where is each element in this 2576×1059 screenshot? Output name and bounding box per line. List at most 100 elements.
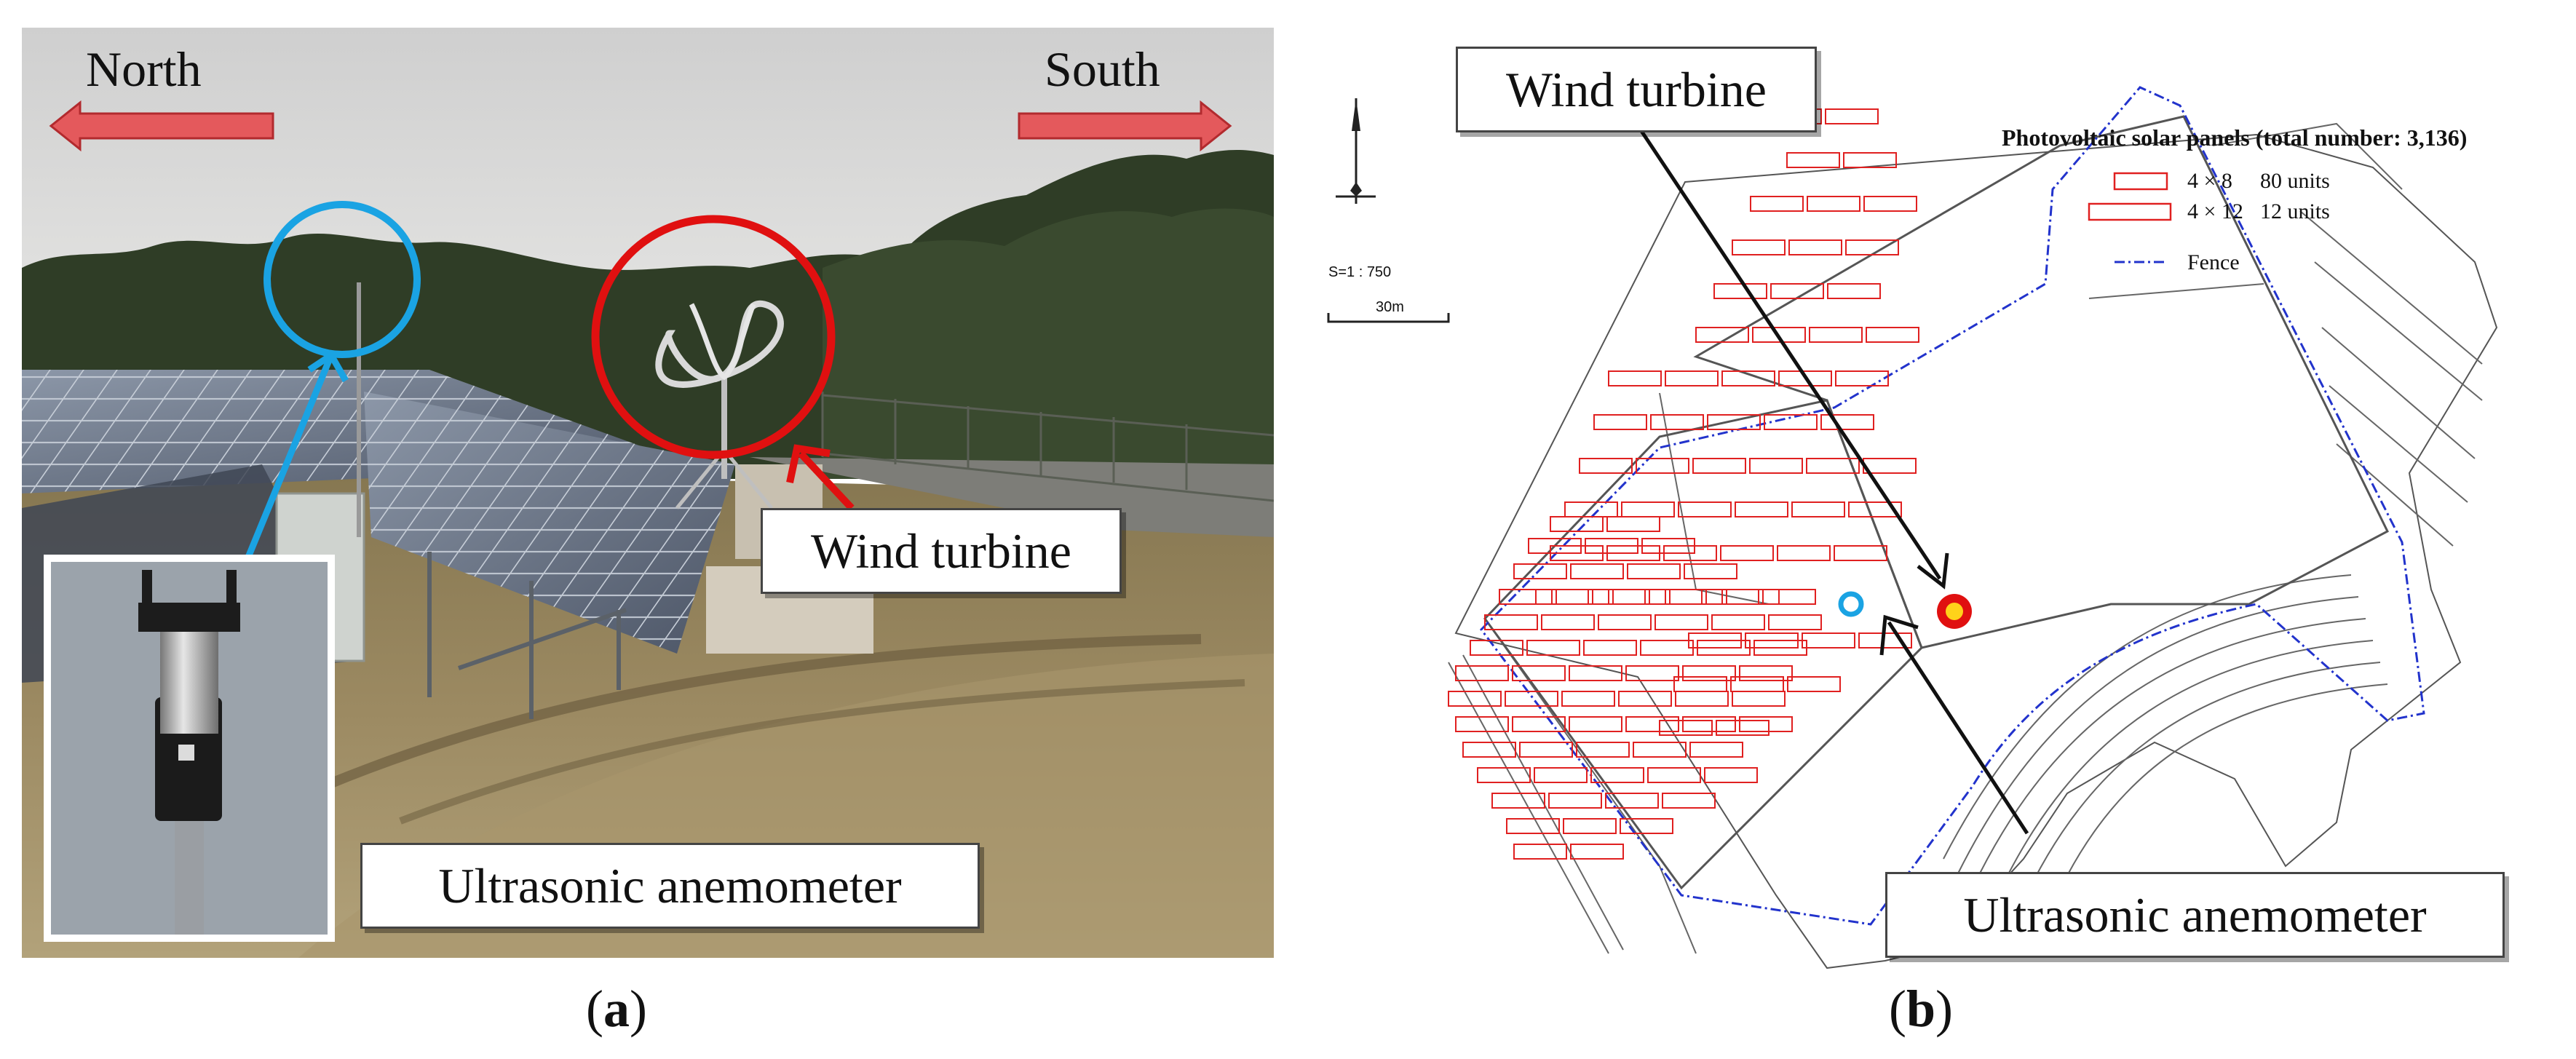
pv-panel bbox=[1583, 640, 1637, 656]
pv-panel bbox=[1534, 767, 1588, 783]
north-label: North bbox=[86, 41, 202, 97]
legend-item-count: 12 units bbox=[2260, 199, 2330, 223]
pv-panel bbox=[1608, 370, 1662, 386]
legend-title: Photovoltaic solar panels (total number:… bbox=[2002, 124, 2467, 151]
pv-panel bbox=[1555, 589, 1609, 605]
pv-panel bbox=[1633, 742, 1687, 758]
pv-panel bbox=[1732, 691, 1786, 707]
pv-panel bbox=[1791, 501, 1845, 517]
pv-panel bbox=[1770, 283, 1824, 299]
photo-anemometer-callout: Ultrasonic anemometer bbox=[360, 843, 980, 929]
pv-panel bbox=[1682, 716, 1736, 732]
pv-panel bbox=[1477, 767, 1531, 783]
pv-panel bbox=[1618, 691, 1672, 707]
anemometer-inset-photo bbox=[44, 555, 335, 942]
pv-panel bbox=[1659, 720, 1713, 736]
pv-panel bbox=[1612, 589, 1666, 605]
pv-panel bbox=[1834, 545, 1887, 561]
turbine-pointer-line bbox=[1639, 130, 1942, 580]
pv-panel bbox=[1707, 414, 1761, 430]
pv-panel bbox=[1807, 196, 1860, 212]
pv-panel bbox=[1569, 716, 1622, 732]
pv-panel bbox=[1716, 720, 1769, 736]
pv-panel bbox=[1455, 716, 1509, 732]
south-arrow-icon bbox=[1018, 100, 1232, 152]
pv-panel bbox=[1625, 716, 1679, 732]
map-wind-turbine-callout: Wind turbine bbox=[1456, 47, 1817, 132]
pv-panel bbox=[1535, 589, 1589, 605]
pv-panel bbox=[1625, 665, 1679, 681]
legend-item-size: 4 × 12 bbox=[2187, 199, 2243, 223]
pv-panel bbox=[1512, 665, 1566, 681]
north-compass-icon bbox=[1336, 98, 1376, 204]
pv-panel bbox=[1548, 793, 1602, 809]
site-map-drawing: S=1 : 750 30m Photovoltaic solar panels … bbox=[1327, 86, 2498, 969]
pv-panel bbox=[1513, 844, 1567, 860]
south-label: South bbox=[1045, 41, 1160, 97]
pv-panel bbox=[1726, 589, 1780, 605]
pv-panel bbox=[1570, 563, 1624, 579]
pv-panel bbox=[1512, 716, 1566, 732]
turbine-highlight-circle bbox=[591, 215, 836, 459]
pv-panel bbox=[1513, 563, 1567, 579]
pv-panel bbox=[1689, 742, 1743, 758]
pv-panel bbox=[1669, 589, 1723, 605]
pv-panel bbox=[1561, 691, 1615, 707]
pv-panel bbox=[1835, 370, 1889, 386]
pv-panel bbox=[1720, 545, 1774, 561]
pv-panel bbox=[1863, 458, 1917, 474]
pv-panel bbox=[1695, 327, 1749, 343]
pv-panel bbox=[1713, 283, 1767, 299]
map-legend: Photovoltaic solar panels (total number:… bbox=[2002, 124, 2467, 274]
map-anemometer-label: Ultrasonic anemometer bbox=[1963, 887, 2427, 943]
pv-panel bbox=[1506, 818, 1560, 834]
pv-panel bbox=[1570, 844, 1624, 860]
anemometer-pointer-line bbox=[1887, 621, 2029, 835]
pv-panel bbox=[1673, 676, 1727, 692]
pv-panel bbox=[1598, 614, 1652, 630]
pv-panel bbox=[1732, 239, 1786, 255]
legend-4x8-swatch bbox=[2113, 172, 2168, 191]
legend-fence-label: Fence bbox=[2187, 250, 2240, 274]
scale-ratio: S=1 : 750 bbox=[1328, 264, 1391, 280]
legend-item-size: 4 × 8 bbox=[2187, 169, 2232, 193]
pv-panel bbox=[1730, 676, 1784, 692]
pv-panel bbox=[1640, 640, 1694, 656]
pv-panel bbox=[1682, 665, 1736, 681]
pv-panel bbox=[1592, 589, 1646, 605]
pv-panel bbox=[1563, 818, 1617, 834]
turbine-pointer-arrow bbox=[798, 451, 855, 511]
pv-panel bbox=[1541, 614, 1595, 630]
pv-panel bbox=[1787, 676, 1841, 692]
pv-panel bbox=[1484, 614, 1538, 630]
pv-panel bbox=[1711, 614, 1765, 630]
pv-panel bbox=[1569, 665, 1622, 681]
pv-panel bbox=[1491, 793, 1545, 809]
pv-panel bbox=[1593, 414, 1647, 430]
pv-panel bbox=[1721, 370, 1775, 386]
pv-panel bbox=[1684, 563, 1737, 579]
pv-panel bbox=[1654, 614, 1708, 630]
pv-panel bbox=[1579, 458, 1633, 474]
pv-panel bbox=[1768, 614, 1822, 630]
pv-panel-rows bbox=[1448, 108, 1919, 860]
field-photo-illustration bbox=[22, 28, 1274, 958]
pv-panel bbox=[1455, 665, 1509, 681]
pv-panel bbox=[1462, 742, 1516, 758]
pv-panel bbox=[1762, 589, 1816, 605]
photo-wind-turbine-callout: Wind turbine bbox=[761, 508, 1122, 594]
pv-panel bbox=[1585, 538, 1638, 554]
pv-panel bbox=[1788, 239, 1842, 255]
pv-panel bbox=[1519, 742, 1573, 758]
fence-line bbox=[1480, 86, 2425, 926]
photo-anemometer-label: Ultrasonic anemometer bbox=[438, 857, 902, 913]
pv-panel bbox=[1605, 793, 1659, 809]
pv-panel bbox=[1606, 516, 1660, 532]
panel-a-caption: (a) bbox=[586, 980, 647, 1038]
pv-panel bbox=[1777, 545, 1831, 561]
pv-panel bbox=[1528, 538, 1582, 554]
legend-item-count: 80 units bbox=[2260, 169, 2330, 193]
pv-panel bbox=[1621, 501, 1675, 517]
pv-panel bbox=[1641, 538, 1695, 554]
anemometer-location-marker bbox=[1838, 591, 1864, 617]
